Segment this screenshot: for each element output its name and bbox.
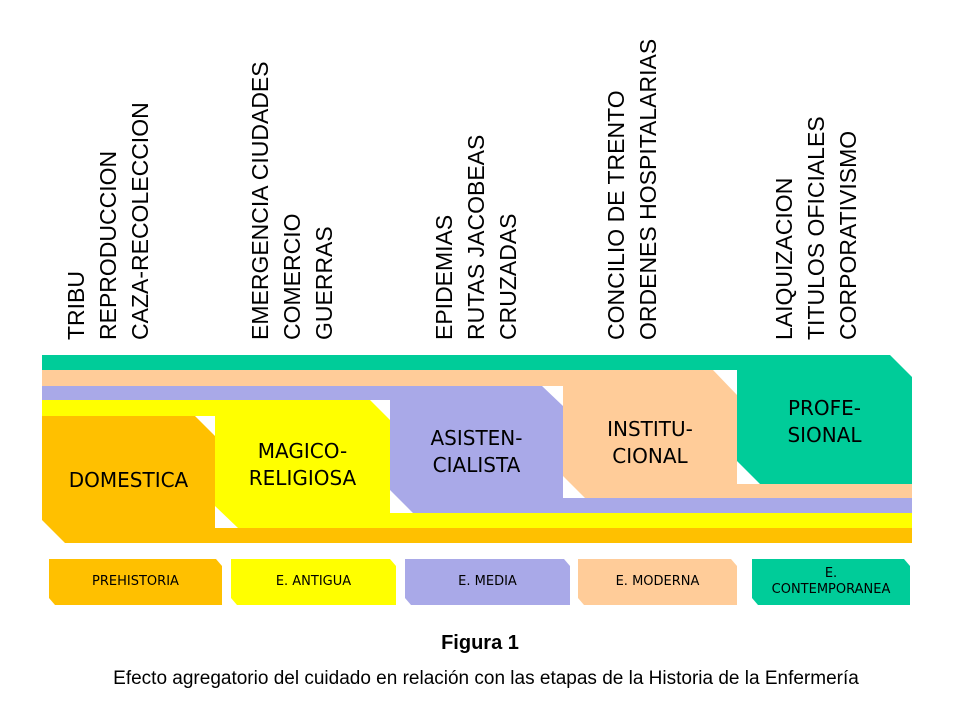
stage-label-institucional: INSTITU- CIONAL [563, 416, 737, 470]
period-box-contemporanea [752, 559, 910, 605]
stage-label-line: MAGICO- [257, 439, 348, 463]
stage-label-line: CIONAL [612, 444, 688, 468]
figure-caption: Efecto agregatorio del cuidado en relaci… [113, 668, 859, 689]
period-media: E. MEDIA [405, 559, 570, 605]
band-domestica [42, 416, 912, 543]
period-label: E. MEDIA [458, 574, 517, 589]
band-profesional [42, 355, 912, 484]
stage-label-asistencialista: ASISTEN- CIALISTA [390, 425, 563, 479]
band-magico-religiosa [42, 400, 912, 528]
period-box-moderna [578, 559, 737, 605]
period-label: PREHISTORIA [92, 574, 179, 589]
period-box-media [405, 559, 570, 605]
figure-title: Figura 1 [441, 632, 519, 654]
period-label: E. ANTIGUA [275, 574, 352, 589]
period-contemporanea: E. CONTEMPORANEA [752, 559, 910, 605]
period-prehistoria: PREHISTORIA [49, 559, 222, 605]
stage-label-line: RELIGIOSA [248, 466, 357, 490]
period-label: E. [824, 566, 838, 581]
period-box-prehistoria [49, 559, 222, 605]
period-label: E. MODERNA [615, 574, 700, 589]
period-moderna: E. MODERNA [578, 559, 737, 605]
band-institucional [42, 370, 912, 498]
period-label: CONTEMPORANEA [771, 582, 891, 597]
period-antigua: E. ANTIGUA [231, 559, 396, 605]
stage-label-line: CIALISTA [432, 453, 521, 477]
period-box-antigua [231, 559, 396, 605]
stage-label-domestica: DOMESTICA [42, 467, 215, 494]
stage-label-profesional: PROFE- SIONAL [737, 395, 912, 449]
stage-label-line: DOMESTICA [68, 468, 189, 492]
stage-label-line: INSTITU- [607, 417, 693, 441]
band-asistencialista [42, 386, 912, 513]
stage-label-line: ASISTEN- [430, 426, 523, 450]
stage-label-line: SIONAL [787, 423, 862, 447]
stage-label-magico-religiosa: MAGICO- RELIGIOSA [215, 438, 390, 492]
stage-label-line: PROFE- [787, 396, 862, 420]
